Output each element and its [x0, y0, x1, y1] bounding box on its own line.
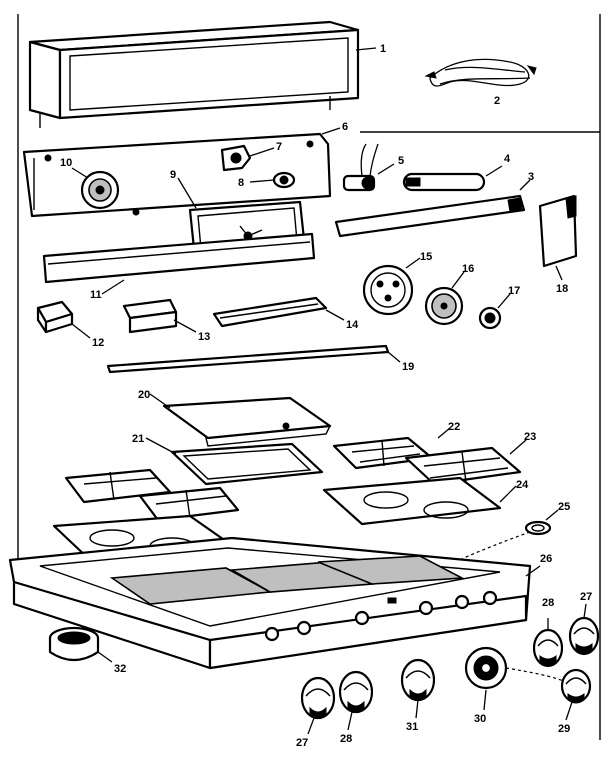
- callout-16: 16: [462, 263, 474, 275]
- callout-18: 18: [556, 283, 568, 295]
- callout-labels: 1 2 3 4 5 6 7 8 9 10 11 12 13 14 15 16 1…: [60, 43, 592, 749]
- part-23-burner-grate: [404, 439, 527, 486]
- callout-17: 17: [508, 285, 520, 297]
- part-18-bracket: [538, 194, 578, 281]
- callout-19: 19: [402, 361, 414, 373]
- part-27-knob-right: [568, 603, 600, 656]
- callout-4: 4: [504, 153, 511, 165]
- part-13-switch-housing: [122, 298, 197, 334]
- part-26-main-top: [8, 536, 541, 670]
- part-24-burner-box: [322, 476, 517, 526]
- callout-5: 5: [398, 155, 404, 167]
- callout-29: 29: [558, 723, 570, 735]
- part-27-knob-left: [300, 676, 336, 735]
- callout-12: 12: [92, 337, 104, 349]
- callout-23: 23: [524, 431, 536, 443]
- callout-13: 13: [198, 331, 210, 343]
- part-17-small-knob: [478, 293, 511, 330]
- callout-7: 7: [276, 141, 282, 153]
- part-2-wire-harness: [424, 58, 537, 87]
- callout-31: 31: [406, 721, 418, 733]
- callout-27b: 27: [580, 591, 592, 603]
- part-32-clip: [48, 626, 113, 663]
- callout-6: 6: [342, 121, 348, 133]
- part-15-knob-dial: [362, 257, 421, 316]
- part-10-clock-motor: [71, 167, 120, 210]
- part-3-trim-bar: [334, 179, 531, 238]
- part-20-griddle-cover: [149, 393, 332, 447]
- callout-25: 25: [558, 501, 570, 513]
- part-31-knob: [400, 658, 436, 719]
- callout-32: 32: [114, 663, 126, 675]
- callout-15: 15: [420, 251, 432, 263]
- callout-9: 9: [170, 169, 176, 181]
- callout-24: 24: [516, 479, 529, 491]
- part-28-knob-left: [338, 670, 374, 731]
- callout-14: 14: [346, 319, 359, 331]
- part-11-trim-strip: [42, 232, 316, 295]
- frame-lines: [17, 14, 601, 740]
- callout-3: 3: [528, 171, 534, 183]
- part-5-ignitor: [342, 143, 395, 192]
- callout-28: 28: [340, 733, 352, 745]
- part-8-valve-fitting: [249, 171, 296, 189]
- part-7-valve: [220, 144, 275, 172]
- part-14-rail: [212, 296, 345, 328]
- callout-21: 21: [132, 433, 144, 445]
- part-4-light-tube: [402, 165, 503, 192]
- callout-8: 8: [238, 177, 244, 189]
- callout-11: 11: [90, 289, 102, 301]
- callout-26: 26: [540, 553, 552, 565]
- part-1-back-guard: [28, 20, 377, 128]
- callout-20: 20: [138, 389, 150, 401]
- callout-22: 22: [448, 421, 460, 433]
- part-12-switch-block: [36, 300, 91, 339]
- part-28-knob-right: [532, 618, 564, 668]
- callout-30: 30: [474, 713, 486, 725]
- callout-28b: 28: [542, 597, 554, 609]
- part-16-timer-dial: [424, 271, 465, 326]
- part-21-griddle-tray: [145, 437, 324, 486]
- part-29-knob: [560, 668, 592, 721]
- callout-27: 27: [296, 737, 308, 749]
- callout-2: 2: [494, 95, 500, 107]
- callout-10: 10: [60, 157, 72, 169]
- part-30-knob-ring: [464, 646, 567, 711]
- callout-1: 1: [380, 43, 386, 55]
- part-19-rod: [106, 344, 401, 374]
- burner-grate-left-pair: [64, 468, 240, 522]
